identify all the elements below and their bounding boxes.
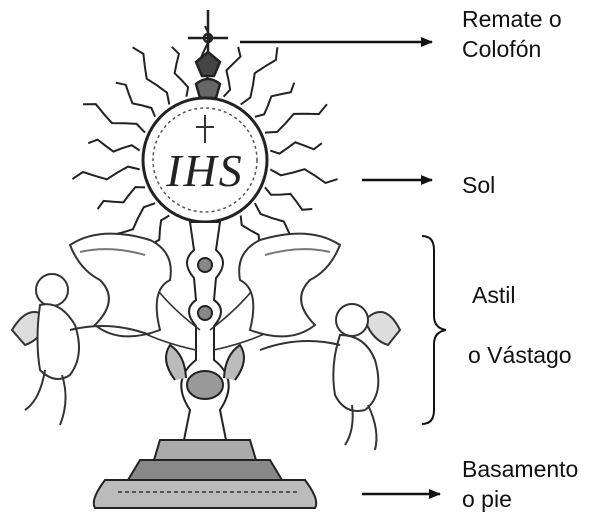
sun-ray	[83, 104, 145, 133]
banner-left	[70, 234, 171, 337]
sun-ray	[133, 47, 170, 104]
sun-ray	[255, 83, 294, 117]
sun-ray	[270, 142, 322, 153]
astil-label-line2: o Vástago	[468, 340, 572, 370]
sun-ray	[72, 167, 139, 180]
remate-label-line2: Colofón	[462, 34, 562, 64]
cross-finial	[188, 10, 228, 98]
astil-label-line1: Astil	[472, 280, 515, 310]
sun-ray	[98, 187, 145, 209]
astil-label-2: o Vástago	[468, 340, 572, 370]
sun-ray	[265, 104, 327, 132]
basamento-label-line2: o pie	[462, 484, 578, 514]
remate-label: Remate o Colofón	[462, 4, 562, 64]
sun-ray	[88, 140, 140, 152]
sun-ray	[270, 169, 337, 183]
sun-ray	[172, 47, 188, 97]
basamento-label: Basamento o pie	[462, 454, 578, 514]
base	[94, 440, 317, 508]
stem	[166, 222, 244, 440]
sol-label: Sol	[462, 170, 495, 200]
ihs-monogram: IHS	[165, 145, 244, 196]
sol-label-text: Sol	[462, 170, 495, 200]
basamento-label-line1: Basamento	[462, 454, 578, 484]
astil-label: Astil	[472, 280, 515, 310]
banner-right	[239, 234, 340, 337]
astil-brace	[422, 236, 446, 424]
sun-ray	[265, 187, 312, 209]
sun-disc: IHS	[143, 98, 267, 222]
sun-ray	[116, 83, 155, 117]
remate-label-line1: Remate o	[462, 4, 562, 34]
sun-ray	[224, 47, 241, 97]
